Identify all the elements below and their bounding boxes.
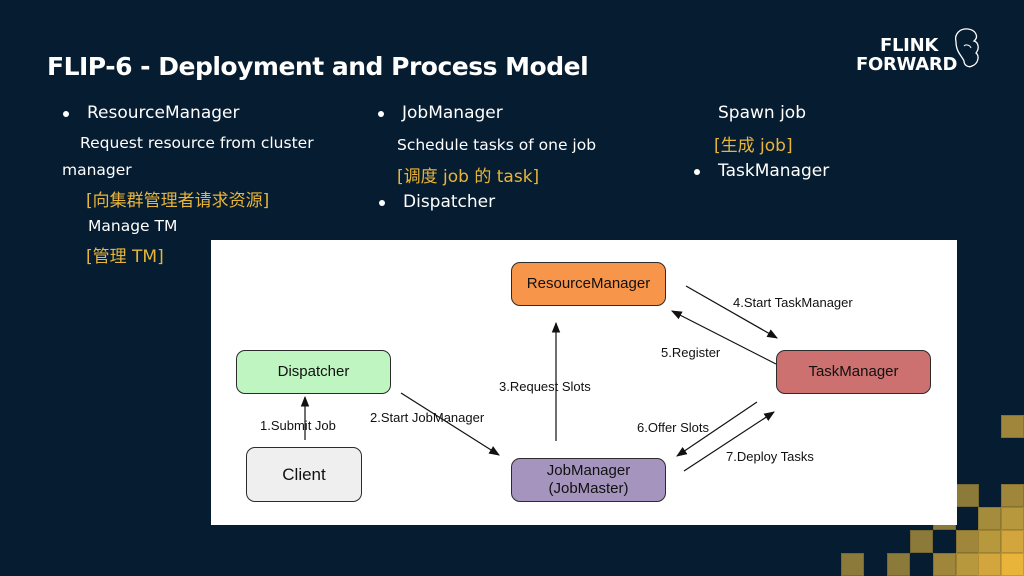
edge-label-submit-job: 1.Submit Job [260, 418, 336, 433]
node-job-manager-label-1: JobManager [546, 462, 631, 479]
edge-offer-slots [676, 401, 758, 457]
dispatcher-description-zh: [生成 job] [714, 136, 793, 156]
corner-square [956, 484, 979, 507]
corner-square [910, 530, 933, 553]
jm-description-zh: [调度 job 的 task] [397, 167, 540, 187]
node-task-manager-label: TaskManager [808, 363, 899, 380]
corner-square [841, 553, 864, 576]
edge-label-request-slots: 3.Request Slots [499, 379, 591, 394]
node-job-manager-label-2: (JobMaster) [548, 480, 629, 497]
flink-forward-logo: FLINK FORWARD [856, 36, 957, 74]
corner-square [956, 553, 979, 576]
corner-square [1001, 553, 1024, 576]
node-dispatcher-label: Dispatcher [277, 363, 350, 380]
edge-label-start-taskmanager: 4.Start TaskManager [733, 295, 853, 310]
corner-square [978, 530, 1001, 553]
squirrel-logo-icon [954, 28, 979, 68]
corner-square [933, 553, 956, 576]
rm-description-2-zh: [管理 TM] [86, 247, 164, 267]
corner-square [1001, 484, 1024, 507]
architecture-diagram: ResourceManager Dispatcher TaskManager C… [211, 240, 957, 525]
corner-square [978, 553, 1001, 576]
rm-description-2: Manage TM [88, 217, 178, 235]
node-resource-manager: ResourceManager [511, 262, 666, 306]
edge-register [671, 310, 777, 365]
bullet-resource-manager: ResourceManager [62, 103, 240, 123]
node-dispatcher: Dispatcher [236, 350, 391, 394]
bullet-dispatcher: Dispatcher [378, 192, 496, 212]
edge-label-register: 5.Register [661, 345, 721, 360]
logo-line-2: FORWARD [856, 54, 958, 75]
corner-square [956, 530, 979, 553]
corner-square [978, 507, 1001, 530]
node-task-manager: TaskManager [776, 350, 931, 394]
dispatcher-description: Spawn job [718, 103, 806, 123]
edge-label-start-jobmanager: 2.Start JobManager [370, 410, 485, 425]
edge-label-deploy-tasks: 7.Deploy Tasks [726, 449, 814, 464]
rm-description-line-1: Request resource from cluster [80, 134, 314, 152]
node-client-label: Client [282, 464, 326, 484]
node-job-manager: JobManager (JobMaster) [511, 458, 666, 502]
edge-deploy-tasks [683, 411, 775, 472]
node-resource-manager-label: ResourceManager [526, 275, 651, 292]
edge-start-taskmanager [685, 285, 778, 339]
rm-description-line-2: manager [62, 161, 132, 179]
jm-description: Schedule tasks of one job [397, 136, 597, 154]
corner-square [1001, 507, 1024, 530]
bullet-job-manager: JobManager [378, 103, 503, 123]
bullet-task-manager: TaskManager [693, 161, 830, 181]
corner-square [1001, 415, 1024, 438]
logo-line-1: FLINK [880, 35, 938, 56]
corner-square [887, 553, 910, 576]
corner-square [1001, 530, 1024, 553]
node-client: Client [246, 447, 362, 502]
rm-description-zh: [向集群管理者请求资源] [86, 191, 270, 211]
edge-label-offer-slots: 6.Offer Slots [637, 420, 710, 435]
diagram-arrows [300, 285, 778, 472]
edge-start-jobmanager [400, 392, 500, 456]
slide-title: FLIP-6 - Deployment and Process Model [47, 52, 589, 81]
